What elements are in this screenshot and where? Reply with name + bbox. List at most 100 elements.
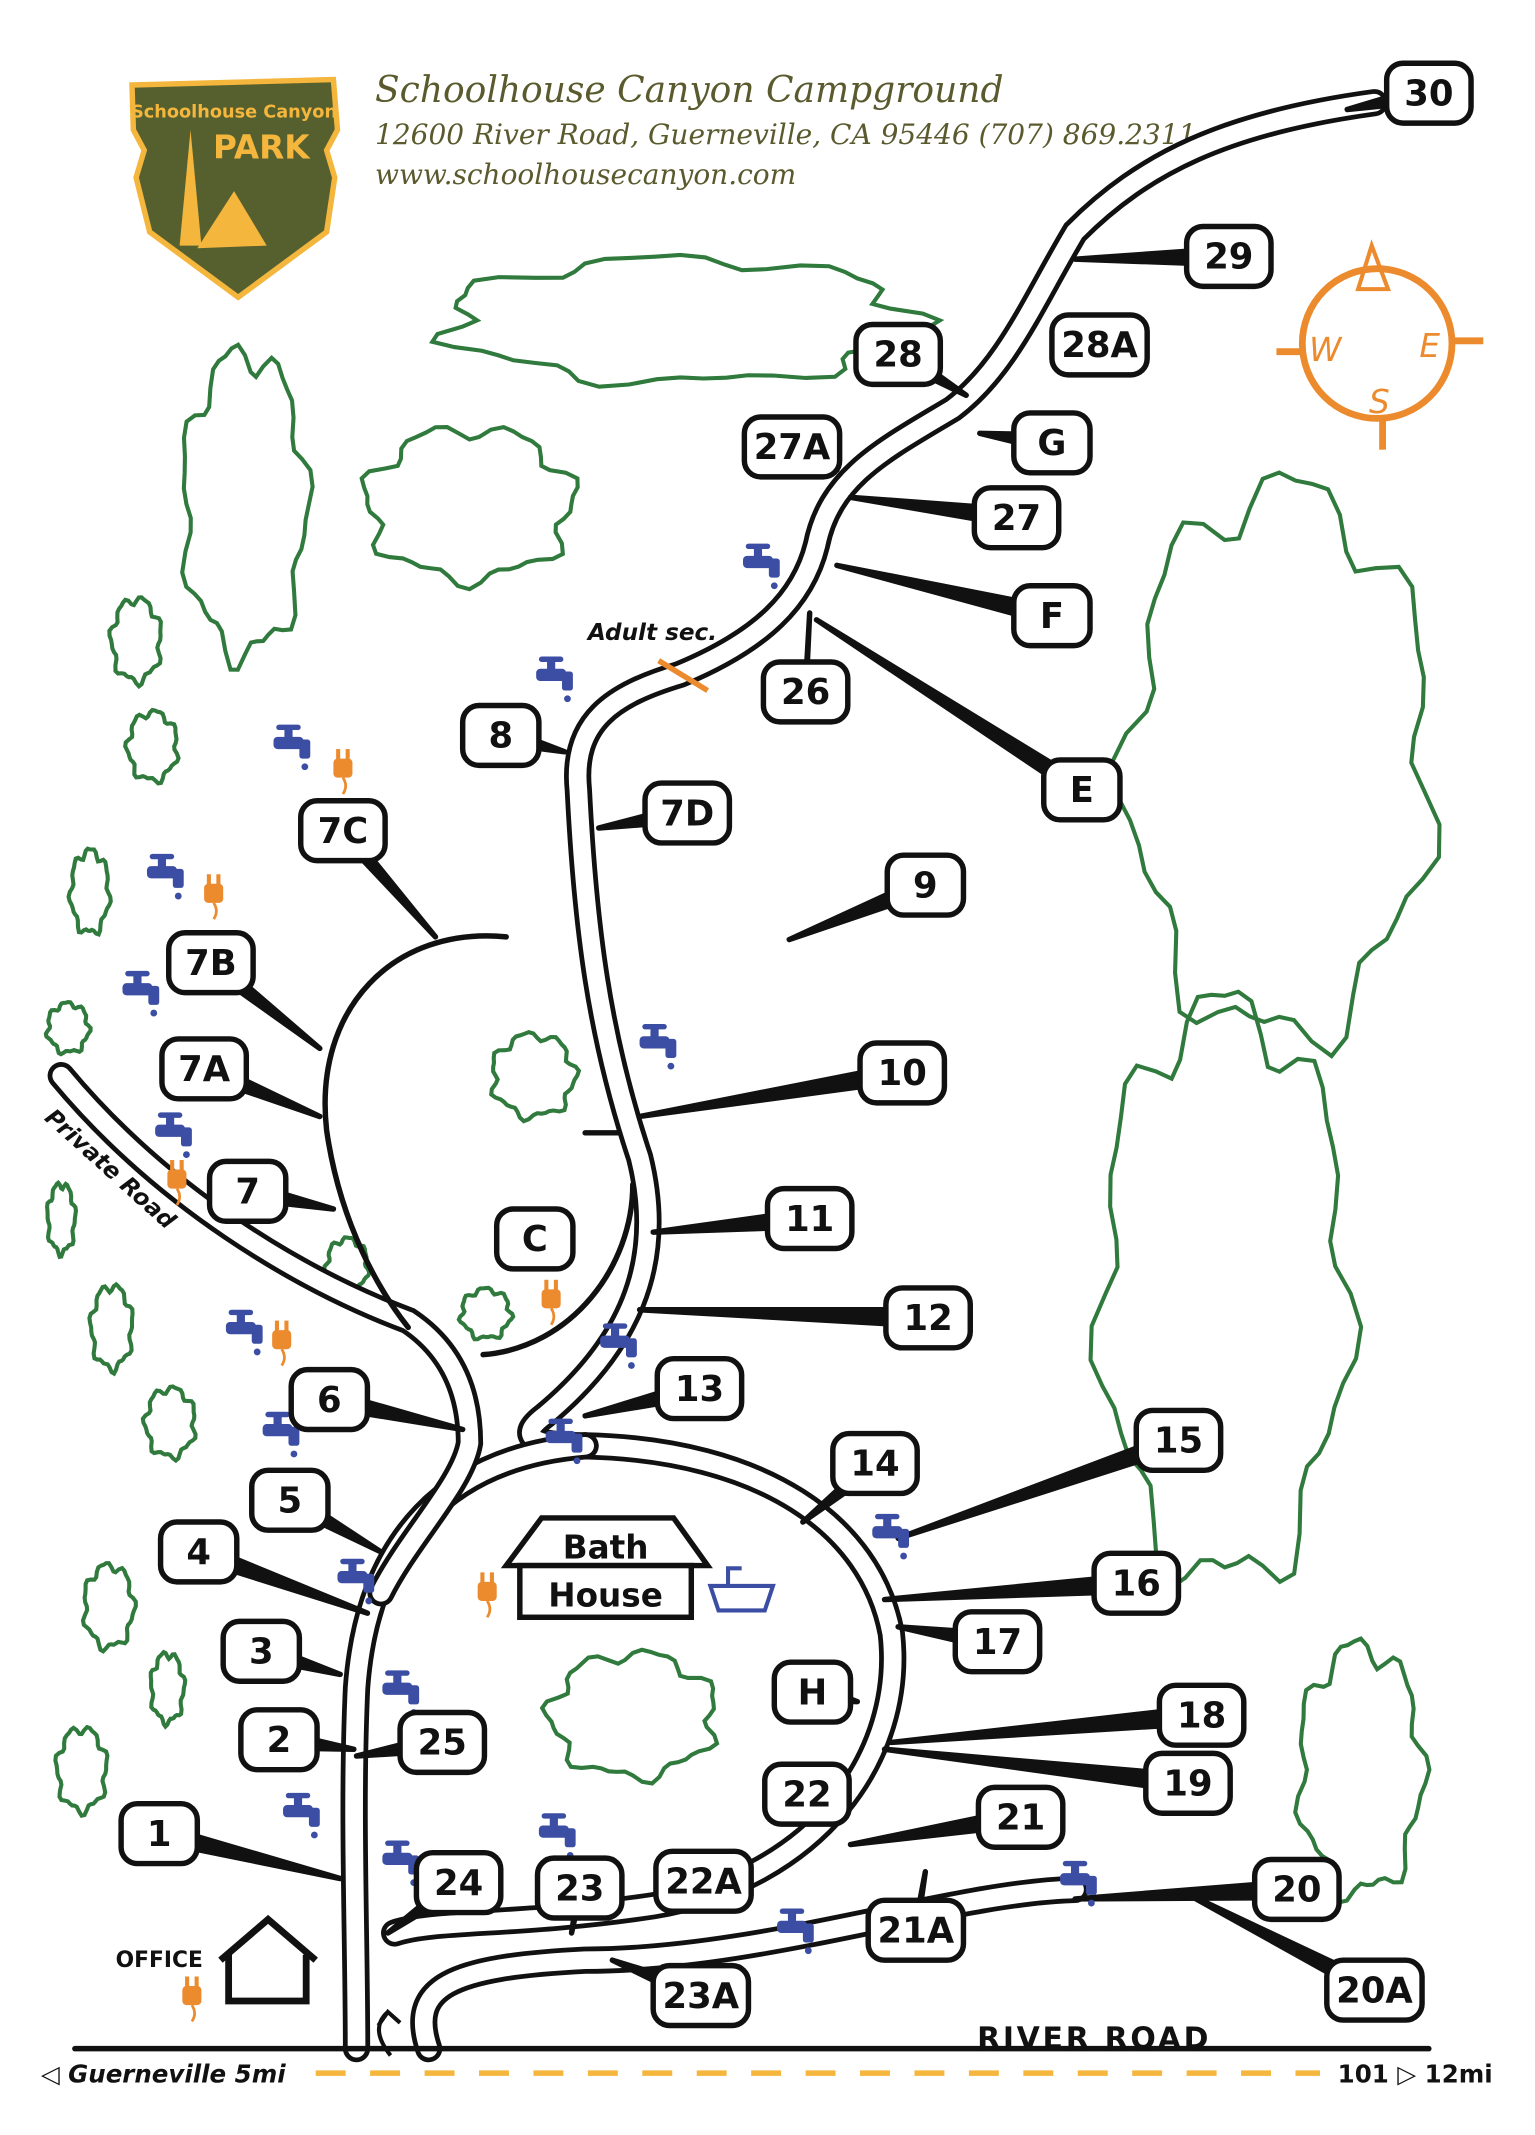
campsite-marker[interactable]: [288, 1366, 371, 1433]
campsite-7[interactable]: 7: [206, 1158, 289, 1224]
campground-website[interactable]: www.schoolhousecanyon.com: [375, 158, 797, 191]
campsite-27[interactable]: 27: [971, 485, 1062, 551]
campsite-12[interactable]: 12: [883, 1285, 973, 1351]
water-tap-icon: [639, 1023, 677, 1070]
campsite-marker[interactable]: [975, 1784, 1066, 1850]
campsite-marker[interactable]: [534, 1855, 625, 1921]
campsite-marker[interactable]: [883, 1285, 973, 1351]
office-building[interactable]: OFFICE: [116, 1914, 318, 2005]
campsite-21[interactable]: 21: [975, 1784, 1066, 1850]
campsite-marker[interactable]: [459, 702, 542, 769]
campsite-19[interactable]: 19: [1143, 1750, 1233, 1816]
campsite-17[interactable]: 17: [952, 1609, 1043, 1675]
campsite-marker[interactable]: [1011, 583, 1093, 649]
campsite-marker[interactable]: [764, 1185, 855, 1252]
campsite-marker[interactable]: [1324, 1957, 1425, 2023]
campsite-marker[interactable]: [166, 930, 256, 996]
campsite-21a[interactable]: 21A: [865, 1897, 967, 1963]
campsite-marker[interactable]: [249, 1467, 331, 1533]
campsite-5[interactable]: 5: [249, 1467, 331, 1533]
campsite-c[interactable]: C: [493, 1206, 576, 1272]
campsite-marker[interactable]: [206, 1158, 289, 1224]
highway-101-direction: 101 ▷ 12mi: [1338, 2060, 1493, 2089]
campsite-6[interactable]: 6: [288, 1366, 371, 1433]
campsite-g[interactable]: G: [1011, 410, 1093, 476]
campsite-2[interactable]: 2: [238, 1707, 320, 1773]
campsite-marker[interactable]: [952, 1609, 1043, 1675]
campsite-e[interactable]: E: [1041, 757, 1123, 823]
campsite-marker[interactable]: [642, 780, 733, 846]
campsite-marker[interactable]: [1041, 757, 1123, 823]
campsite-marker[interactable]: [157, 1519, 240, 1585]
campsite-marker[interactable]: [1011, 410, 1093, 476]
campsite-marker[interactable]: [1183, 223, 1274, 290]
campsite-23a[interactable]: 23A: [650, 1962, 752, 2029]
campsite-marker[interactable]: [159, 1036, 250, 1102]
campsite-marker[interactable]: [853, 321, 944, 388]
campsite-marker[interactable]: [118, 1800, 201, 1867]
campsite-marker[interactable]: [1049, 312, 1150, 378]
campsite-marker[interactable]: [654, 1355, 745, 1422]
campsite-30[interactable]: 30: [1383, 60, 1474, 126]
campsite-3[interactable]: 3: [220, 1618, 303, 1684]
campsite-4[interactable]: 4: [157, 1519, 240, 1585]
campsite-11[interactable]: 11: [764, 1185, 855, 1252]
campsite-marker[interactable]: [762, 1761, 852, 1827]
campsite-marker[interactable]: [220, 1618, 303, 1684]
campsite-22[interactable]: 22: [762, 1761, 852, 1827]
campsite-number: 23: [555, 1868, 604, 1909]
campsite-marker[interactable]: [298, 798, 388, 864]
campsite-7d[interactable]: 7D: [642, 780, 733, 846]
water-tap-icon: [872, 1513, 910, 1560]
campsite-marker[interactable]: [1251, 1856, 1342, 1923]
power-outlet-icon: [204, 874, 224, 920]
campsite-8[interactable]: 8: [459, 702, 542, 769]
campsite-marker[interactable]: [1133, 1407, 1224, 1474]
campsite-27a[interactable]: 27A: [741, 414, 843, 480]
campground-title: Schoolhouse Canyon Campground: [375, 70, 1004, 111]
campsite-15[interactable]: 15: [1133, 1407, 1224, 1474]
campsite-marker[interactable]: [238, 1707, 320, 1773]
campsite-marker[interactable]: [830, 1430, 920, 1497]
campsite-marker[interactable]: [760, 659, 851, 725]
campsite-marker[interactable]: [771, 1659, 854, 1725]
campsite-marker[interactable]: [653, 1848, 754, 1914]
campsite-24[interactable]: 24: [413, 1849, 504, 1916]
campsite-marker[interactable]: [1091, 1550, 1182, 1616]
campsite-22a[interactable]: 22A: [653, 1848, 754, 1914]
campsite-marker[interactable]: [741, 414, 843, 480]
campsite-1[interactable]: 1: [118, 1800, 201, 1867]
campsite-23[interactable]: 23: [534, 1855, 625, 1921]
campsite-29[interactable]: 29: [1183, 223, 1274, 290]
bath-house[interactable]: Bath House: [500, 1515, 776, 1620]
campsite-18[interactable]: 18: [1156, 1682, 1247, 1748]
campsite-marker[interactable]: [413, 1849, 504, 1916]
campsite-28[interactable]: 28: [853, 321, 944, 388]
campsite-13[interactable]: 13: [654, 1355, 745, 1422]
campsite-marker[interactable]: [857, 1040, 948, 1106]
campsite-marker[interactable]: [971, 485, 1062, 551]
campsite-20a[interactable]: 20A: [1324, 1957, 1425, 2023]
campsite-marker[interactable]: [1143, 1750, 1233, 1816]
campsite-28a[interactable]: 28A: [1049, 312, 1150, 378]
campsite-14[interactable]: 14: [830, 1430, 920, 1497]
campsite-marker[interactable]: [650, 1962, 752, 2029]
campsite-7b[interactable]: 7B: [166, 930, 256, 996]
campsite-number: 22: [782, 1774, 831, 1815]
campsite-7a[interactable]: 7A: [159, 1036, 250, 1102]
campsite-marker[interactable]: [1156, 1682, 1247, 1748]
campsite-marker[interactable]: [884, 852, 967, 918]
campsite-16[interactable]: 16: [1091, 1550, 1182, 1616]
campsite-7c[interactable]: 7C: [298, 798, 388, 864]
campsite-marker[interactable]: [397, 1709, 488, 1776]
campsite-marker[interactable]: [493, 1206, 576, 1272]
campsite-25[interactable]: 25: [397, 1709, 488, 1776]
campsite-26[interactable]: 26: [760, 659, 851, 725]
campsite-10[interactable]: 10: [857, 1040, 948, 1106]
campsite-20[interactable]: 20: [1251, 1856, 1342, 1923]
campsite-9[interactable]: 9: [884, 852, 967, 918]
campsite-marker[interactable]: [865, 1897, 967, 1963]
campsite-f[interactable]: F: [1011, 583, 1093, 649]
campsite-marker[interactable]: [1383, 60, 1474, 126]
campsite-h[interactable]: H: [771, 1659, 854, 1725]
